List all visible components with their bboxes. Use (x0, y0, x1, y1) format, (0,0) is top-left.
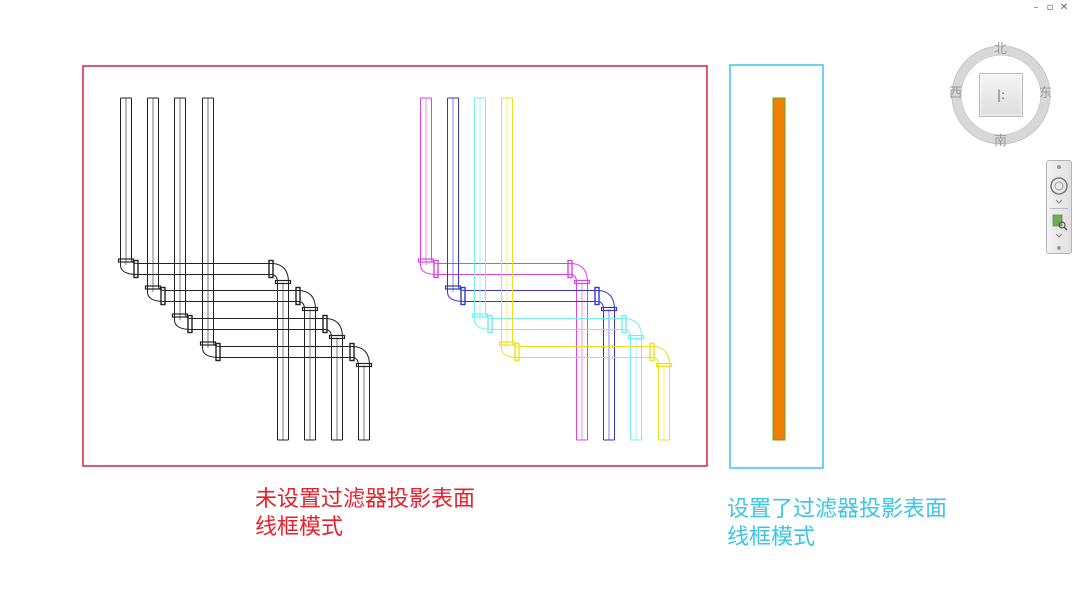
close-button[interactable]: ✕ (1059, 2, 1069, 13)
compass-east-label[interactable]: 东 (1039, 86, 1053, 101)
view-cube-face[interactable]: |: (979, 73, 1023, 117)
caption-unfiltered-line2: 线框模式 (255, 515, 344, 540)
compass-west-label[interactable]: 西 (949, 86, 963, 101)
compass-north-label[interactable]: 北 (994, 42, 1008, 57)
chevron-down-icon[interactable] (1047, 199, 1071, 205)
close-dot-icon[interactable] (1047, 164, 1071, 170)
left-view-frame (82, 65, 708, 467)
pipe-group-colored[interactable] (417, 97, 673, 441)
restore-button[interactable]: ▫ (1046, 2, 1054, 13)
window-controls: – ▫ ✕ (1031, 3, 1069, 13)
caption-unfiltered-line1: 未设置过滤器投影表面 (255, 487, 476, 512)
orbit-icon[interactable] (1047, 175, 1071, 197)
minimize-button[interactable]: – (1033, 2, 1039, 13)
caption-filtered-line1: 设置了过滤器投影表面 (727, 497, 948, 522)
compass-south-label[interactable]: 南 (994, 134, 1008, 149)
caption-filtered-line2: 线框模式 (727, 525, 816, 550)
scroll-dot-icon[interactable] (1047, 245, 1071, 251)
pipe-group-unfiltered[interactable] (117, 97, 373, 441)
chevron-down-icon[interactable] (1047, 233, 1071, 239)
caption-filtered: 设置了过滤器投影表面 线框模式 (727, 496, 947, 552)
caption-unfiltered: 未设置过滤器投影表面 线框模式 (255, 486, 475, 542)
view-cube[interactable]: 北 南 西 东 |: (949, 42, 1053, 149)
navigation-bar (1046, 160, 1072, 254)
zoom-icon[interactable] (1047, 213, 1071, 231)
solid-pipe-bar[interactable] (772, 97, 786, 441)
right-view-frame (729, 64, 824, 469)
compass-ring-icon (951, 45, 1051, 145)
